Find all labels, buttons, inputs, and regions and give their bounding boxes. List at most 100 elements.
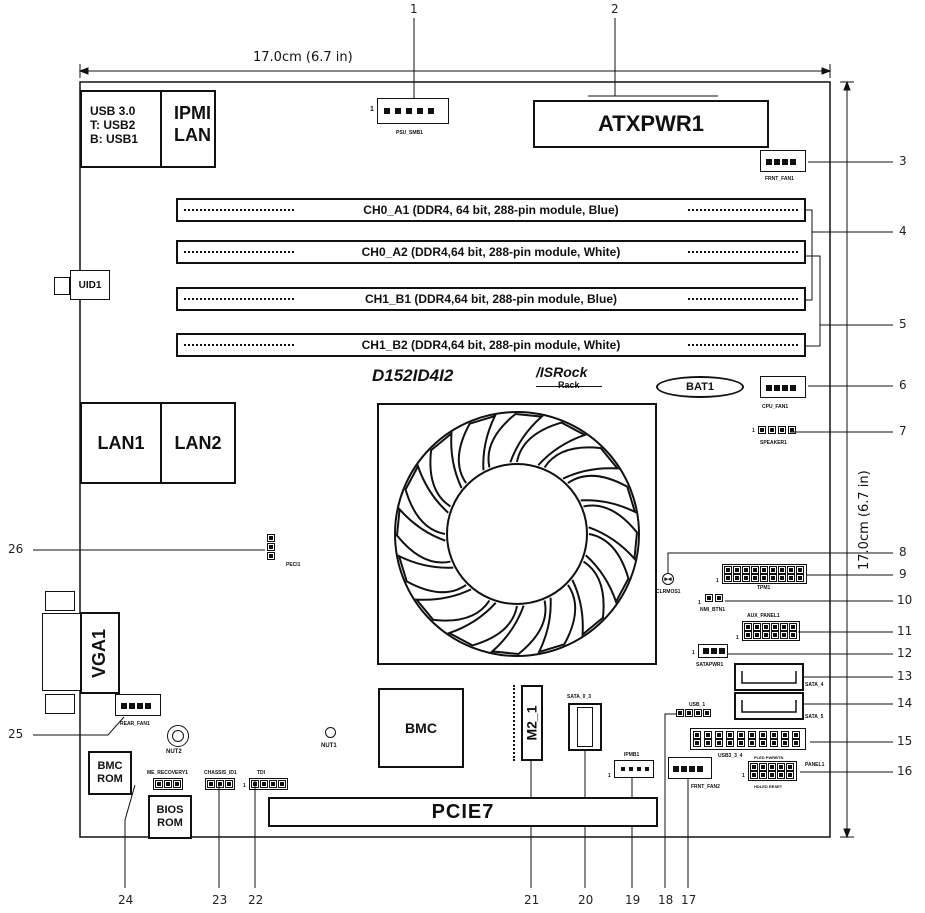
speaker-pin1: 1	[752, 428, 755, 434]
battery-label: BAT1	[686, 381, 714, 393]
usb34-label: USB3_3_4	[718, 753, 743, 759]
fan-blade	[489, 600, 547, 656]
callout-3: 3	[899, 154, 907, 168]
pcie-slot: PCIE7	[268, 797, 658, 827]
nut1-label: NUT1	[321, 743, 337, 749]
me-recovery-header	[153, 778, 183, 790]
callout-1: 1	[410, 2, 418, 16]
uid-button	[54, 277, 70, 295]
vga-mount-bottom	[45, 694, 75, 714]
psu-smb-pin1: 1	[370, 106, 374, 113]
tpm-label: TPM1	[757, 585, 771, 591]
panel-sublabel-top: PLED PWRBTN	[754, 755, 784, 760]
dimm-ch1-b1: CH1_B1 (DDR4,64 bit, 288-pin module, Blu…	[176, 287, 806, 311]
fan-blade	[414, 588, 491, 622]
bmc-chip: BMC	[378, 688, 464, 768]
panel-header	[748, 761, 797, 781]
panel-label: PANEL1	[805, 762, 825, 768]
ipmi-lan-label: IPMI LAN	[174, 103, 212, 145]
ipmb-pins	[621, 767, 649, 771]
brand-logo-rule	[536, 386, 602, 387]
usb34-header	[690, 728, 806, 750]
sata03-connector	[568, 703, 602, 751]
heatsink-fan-icon	[394, 411, 640, 657]
pcie-label: PCIE7	[431, 800, 495, 823]
aux-panel-header	[742, 621, 800, 641]
usb-ipmi-lan-block: USB 3.0 T: USB2 B: USB1 IPMI LAN	[80, 90, 216, 168]
satapwr-pins	[703, 648, 725, 654]
peci-header	[267, 534, 277, 564]
nut2-label: NUT2	[166, 749, 182, 755]
chassis-id-label: CHASSIS_ID1	[204, 770, 237, 776]
callout-24: 24	[118, 893, 134, 907]
fan-blade	[395, 506, 451, 564]
ipmb-header	[614, 760, 654, 778]
brand-logo-top: /ISRock	[536, 364, 588, 380]
fan-blade	[567, 474, 637, 514]
brand-logo-bottom: Rack	[558, 380, 580, 390]
dimm-ch0-a2: CH0_A2 (DDR4,64 bit, 288-pin module, Whi…	[176, 240, 806, 264]
panel-pin1: 1	[742, 773, 745, 779]
usb1-label: USB_1	[689, 702, 706, 708]
speaker-label: SPEAKER1	[760, 440, 787, 446]
usb-port-label: USB 3.0 T: USB2 B: USB1	[82, 92, 162, 166]
lan1-port: LAN1	[82, 404, 162, 482]
tdi-header	[249, 778, 288, 790]
tdi-pin1: 1	[243, 783, 246, 789]
sata4-key-icon	[741, 671, 797, 684]
lan2-port: LAN2	[174, 432, 222, 453]
sata4-connector	[734, 663, 804, 691]
callout-11: 11	[897, 624, 913, 638]
bmc-rom-label: BMC ROM	[97, 760, 123, 785]
nut2-standoff	[167, 725, 189, 747]
dimm-ch0-a2-label: CH0_A2 (DDR4,64 bit, 288-pin module, Whi…	[361, 245, 621, 259]
sata5-connector	[734, 692, 804, 720]
fan-blade	[404, 463, 449, 535]
fan-blade	[571, 560, 605, 637]
cpu-fan-label: CPU_FAN1	[762, 404, 789, 410]
tdi-label: TDI	[257, 770, 266, 776]
atxpwr-label: ATXPWR1	[598, 111, 704, 136]
frnt-fan2-label: FRNT_FAN2	[691, 784, 720, 790]
dimm-ch1-b2-label: CH1_B2 (DDR4,64 bit, 288-pin module, Whi…	[361, 338, 621, 352]
dimm-ch1-b1-label: CH1_B1 (DDR4,64 bit, 288-pin module, Blu…	[364, 292, 618, 306]
m2-label: M2_1	[524, 705, 540, 741]
callout-4: 4	[899, 224, 907, 238]
callout-21: 21	[524, 893, 540, 907]
vga-connector: VGA1	[80, 612, 120, 694]
width-dimension-label: 17.0cm (6.7 in)	[253, 50, 353, 65]
aux-panel-label: AUX_PANEL1	[747, 613, 780, 619]
satapwr-label: SATAPWR1	[696, 662, 724, 668]
callout-23: 23	[212, 893, 228, 907]
bios-rom-label: BIOS ROM	[156, 804, 184, 829]
clrmos-label: CLRMOS1	[656, 589, 681, 595]
callout-10: 10	[897, 593, 913, 607]
ipmb-pin1: 1	[608, 773, 611, 779]
fan-blade	[583, 504, 639, 562]
peci-label: PECI1	[286, 562, 301, 568]
fan-blade	[585, 533, 630, 605]
callout-19: 19	[625, 893, 641, 907]
callout-17: 17	[681, 893, 697, 907]
fan-blade	[457, 414, 497, 484]
frnt-fan1-label: FRNT_FAN1	[765, 176, 794, 182]
fan-blade	[537, 584, 577, 654]
fan-blade	[516, 421, 588, 466]
callout-18: 18	[658, 893, 674, 907]
fan-blade	[446, 602, 518, 647]
sata5-key-icon	[741, 700, 797, 713]
nmi-label: NMI_BTN1	[700, 607, 726, 613]
nmi-header	[705, 594, 723, 602]
sata4-label: SATA_4	[805, 682, 824, 688]
callout-14: 14	[897, 696, 913, 710]
rear-fan-pins	[121, 703, 151, 709]
callout-8: 8	[899, 545, 907, 559]
me-recovery-label: ME_RECOVERY1	[147, 770, 188, 776]
tpm-pin1: 1	[716, 578, 719, 584]
tpm-header	[722, 564, 807, 584]
m2-slot: M2_1	[521, 685, 543, 761]
uid-label-box: UID1	[70, 270, 110, 300]
atxpwr-connector: ATXPWR1	[533, 100, 769, 148]
callout-6: 6	[899, 378, 907, 392]
frnt-fan1-pins	[766, 159, 796, 165]
